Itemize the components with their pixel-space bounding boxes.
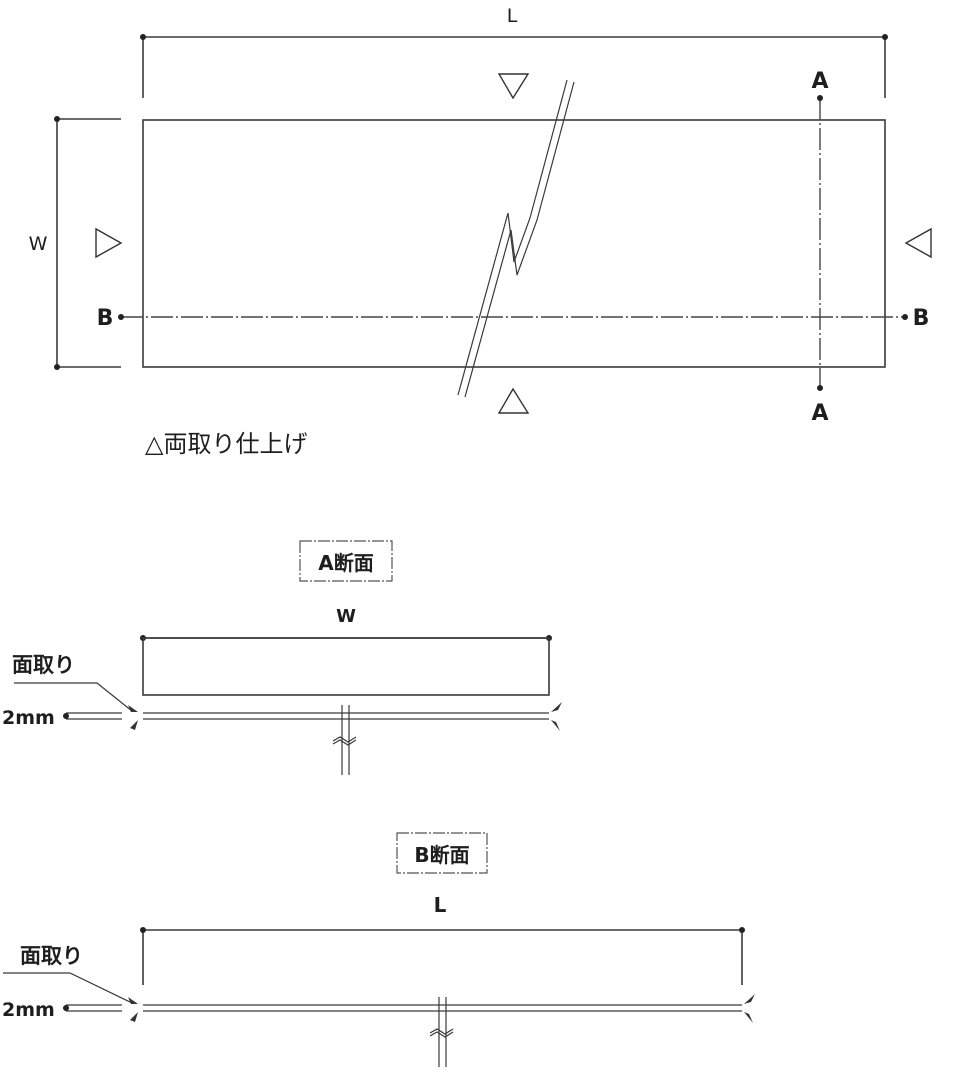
finish-legend: △両取り仕上げ (145, 430, 307, 458)
triangle-down-icon (497, 73, 530, 100)
section-b-label-left: B (97, 306, 114, 331)
break-line-icon (457, 79, 575, 398)
section-a-title-box (299, 540, 393, 582)
section-a-chamfer-label: 面取り (12, 653, 75, 677)
triangle-up-icon (497, 387, 530, 414)
width-label: W (29, 233, 48, 255)
section-b-title: B断面 (414, 843, 469, 867)
section-line-b: B B (97, 306, 930, 331)
section-b-dimension-label: L (434, 893, 447, 917)
section-a-dimension-label: W (336, 606, 356, 627)
chamfer-arrow-icon (130, 720, 138, 730)
section-a-thickness-label: 2mm (2, 707, 55, 729)
chamfer-arrow-icon (744, 994, 755, 1004)
section-a-title: A断面 (318, 551, 373, 575)
width-dimension: W (29, 116, 121, 370)
section-a-view: A断面 W 2mm 面取り (2, 540, 562, 775)
section-a-label-top: A (811, 69, 828, 94)
length-label: L (507, 5, 518, 27)
plan-view: L W A A B (29, 5, 932, 458)
length-dimension: L (140, 5, 888, 98)
break-line-icon (429, 997, 454, 1067)
chamfer-arrow-icon (744, 1012, 753, 1023)
triangle-right-icon (95, 227, 123, 259)
section-b-view: B断面 L 2mm 面取り (2, 832, 755, 1067)
triangle-left-icon (904, 227, 932, 259)
section-b-title-box (396, 832, 488, 874)
chamfer-arrow-icon (551, 702, 562, 712)
section-b-label-right: B (913, 306, 930, 331)
chamfer-arrow-icon (551, 720, 560, 731)
break-line-icon (332, 705, 357, 775)
section-a-label-bottom: A (811, 401, 828, 426)
chamfer-arrow-icon (128, 997, 138, 1004)
section-line-a: A A (811, 69, 828, 426)
section-b-thickness-label: 2mm (2, 999, 55, 1021)
chamfer-arrow-icon (128, 705, 138, 712)
plate-outline (142, 119, 886, 368)
section-b-chamfer-label: 面取り (20, 944, 83, 968)
chamfer-arrow-icon (130, 1012, 138, 1022)
